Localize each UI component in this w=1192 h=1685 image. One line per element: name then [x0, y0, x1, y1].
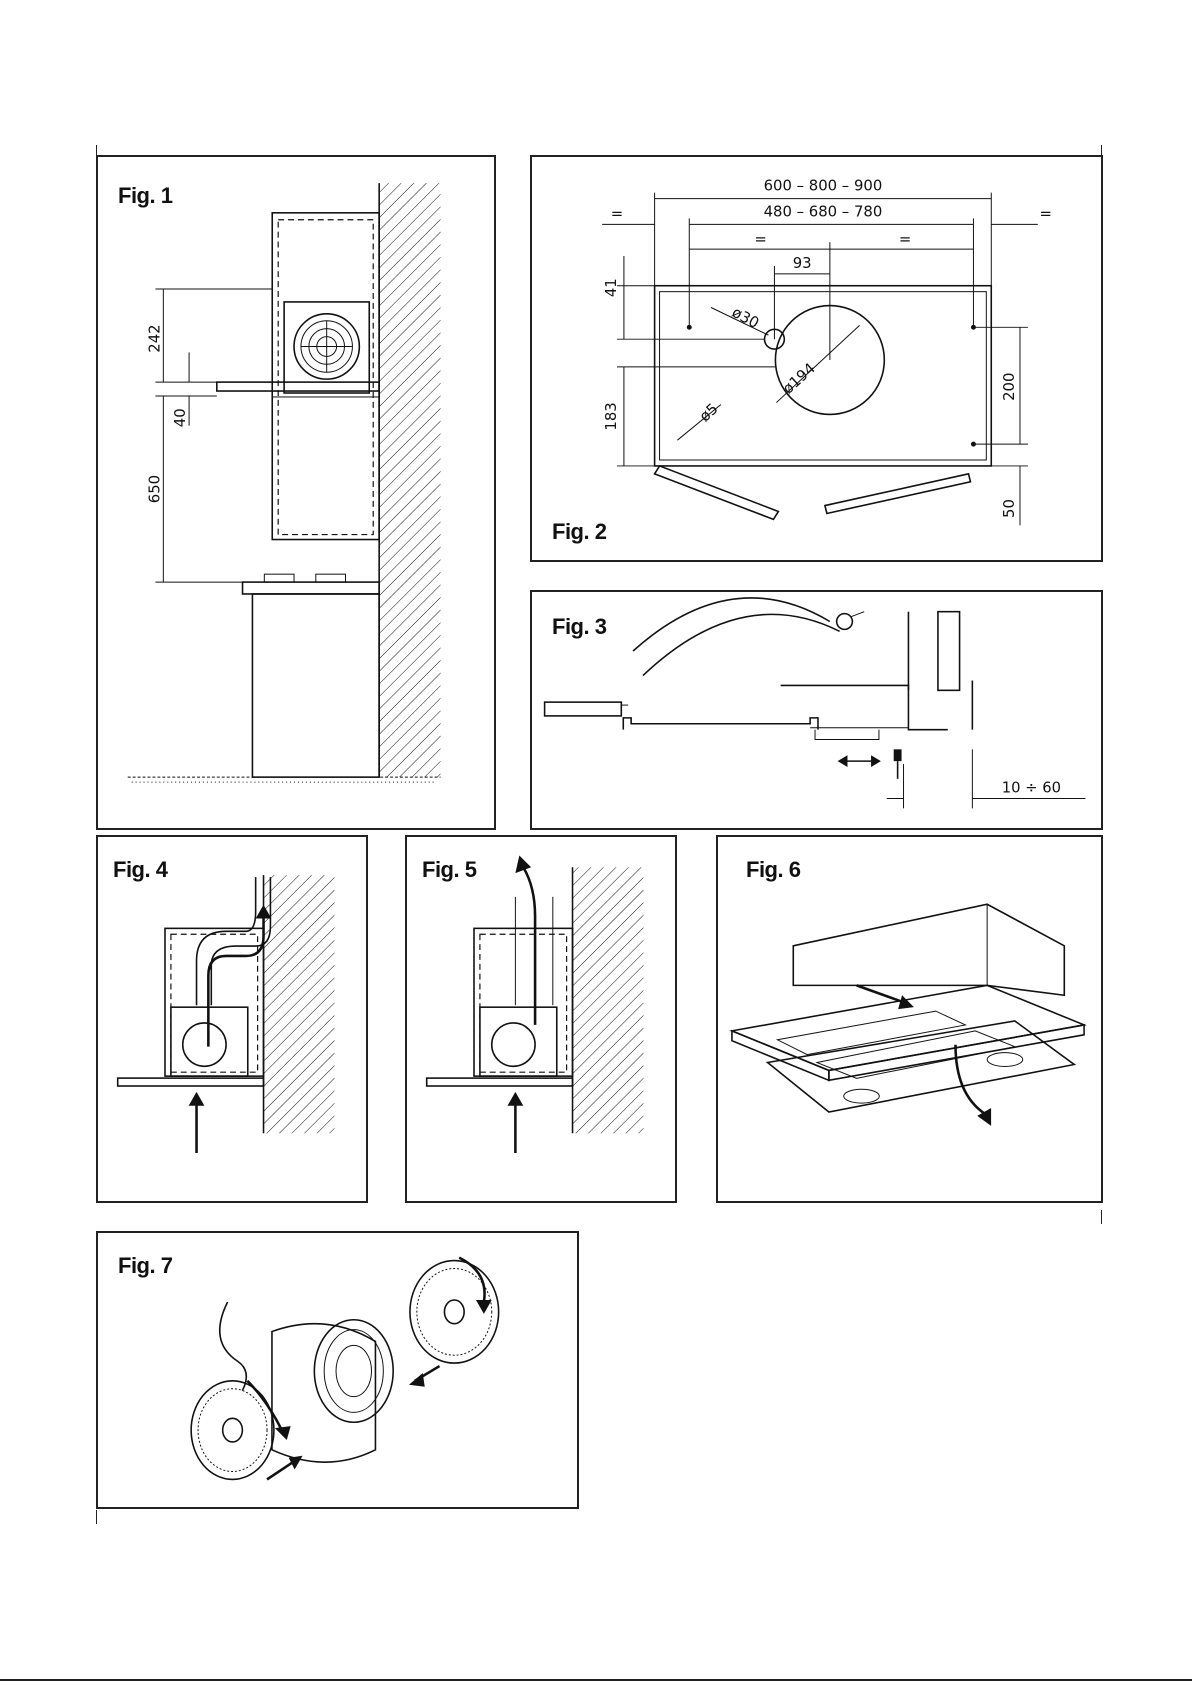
dim-width-outer: 600 – 800 – 900 — [764, 177, 883, 195]
upper-cabinet — [272, 213, 379, 540]
hood-outline — [655, 286, 992, 466]
figure-label: Fig. 2 — [552, 519, 606, 545]
frame-tick — [1101, 1210, 1102, 1224]
hood-tray — [732, 985, 1084, 1070]
cooker-unit — [252, 594, 379, 777]
figure-label: Fig. 1 — [118, 183, 172, 209]
fig4-drawing — [98, 837, 366, 1201]
fan-icon — [492, 1023, 535, 1066]
motor-cable — [220, 1302, 247, 1391]
dim-242: 242 — [145, 324, 163, 352]
dim-d194: ø194 — [779, 359, 819, 397]
dim-41: 41 — [602, 278, 620, 297]
figure-label: Fig. 5 — [422, 857, 476, 883]
airflow-arrow — [523, 867, 535, 1025]
dim-93: 93 — [793, 254, 812, 272]
hood-tray — [623, 718, 818, 730]
dim-200: 200 — [1000, 373, 1018, 401]
worktop — [243, 582, 380, 594]
figure-5-panel: Fig. 5 — [405, 835, 677, 1203]
intake-arrow — [189, 1092, 205, 1106]
figure-label: Fig. 3 — [552, 614, 606, 640]
carbon-filter-icon — [410, 1261, 499, 1364]
dim-equal: = — [1040, 204, 1052, 222]
bottom-rule — [0, 1679, 1192, 1681]
figure-7-panel: Fig. 7 — [96, 1231, 579, 1509]
fan-icon — [183, 1023, 226, 1066]
figure-3-panel: 10 ÷ 60 Fig. 3 — [530, 590, 1103, 830]
cable — [545, 702, 622, 716]
fig2-drawing: 600 – 800 – 900 480 – 680 – 780 = = = = … — [532, 157, 1101, 560]
figure-4-panel: Fig. 4 — [96, 835, 368, 1203]
filter-arrow — [857, 985, 906, 1003]
hood-body — [793, 904, 1064, 995]
figure-2-panel: 600 – 800 – 900 480 – 680 – 780 = = = = … — [530, 155, 1103, 562]
dim-50: 50 — [1000, 499, 1018, 518]
hood-tray — [217, 382, 379, 391]
dim-183: 183 — [602, 402, 620, 430]
figure-label: Fig. 6 — [746, 857, 800, 883]
dim-equal: = — [899, 230, 911, 248]
frame-tick — [96, 1510, 97, 1524]
fig1-drawing: 242 40 650 — [98, 157, 494, 828]
dim-d30: ø30 — [729, 303, 762, 332]
wall-hatch — [379, 183, 440, 777]
figure-1-panel: 242 40 650 Fig. 1 — [96, 155, 496, 830]
figure-label: Fig. 7 — [118, 1253, 172, 1279]
dim-equal: = — [611, 204, 623, 222]
figure-label: Fig. 4 — [113, 857, 167, 883]
figure-6-panel: Fig. 6 — [716, 835, 1103, 1203]
fig5-drawing — [407, 837, 675, 1201]
intake-arrow — [508, 1092, 524, 1106]
fig6-drawing — [718, 837, 1101, 1201]
dim-width-inner: 480 – 680 – 780 — [764, 202, 883, 220]
dim-10-60: 10 ÷ 60 — [1002, 780, 1061, 797]
fig3-drawing: 10 ÷ 60 — [532, 592, 1101, 828]
motor-body — [272, 1324, 375, 1462]
dim-650: 650 — [145, 475, 163, 503]
dim-40: 40 — [171, 408, 189, 427]
dim-equal: = — [754, 230, 766, 248]
